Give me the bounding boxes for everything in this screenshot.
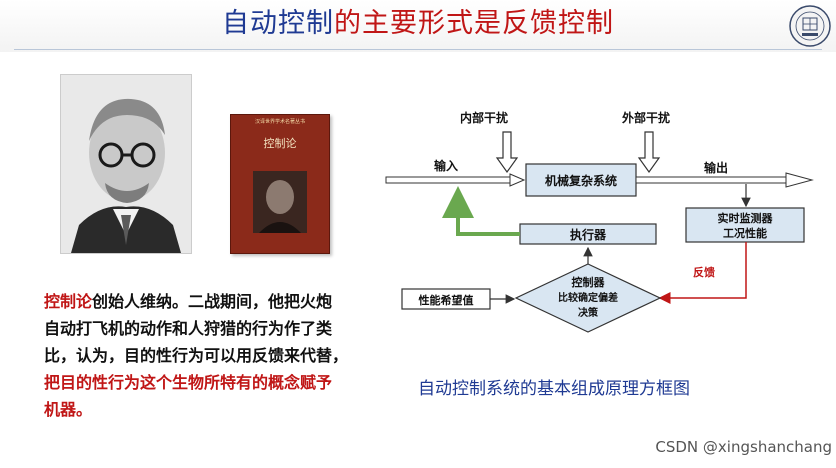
text-line-1: 控制论创始人维纳。二战期间，他把火炮 [44,288,380,315]
input-arrow [385,176,511,184]
controller-label-2: 比较确定偏差 [558,291,618,304]
input-arrowhead [509,173,526,187]
text-line-4: 把目的性行为这个生物所特有的概念赋予 [44,373,333,392]
desired-performance-label: 性能希望值 [419,293,474,307]
text-line-3-b: 目的性行为可以用反馈来代替， [124,346,349,365]
controller-diamond [514,263,662,333]
internal-disturbance-arrow [495,131,519,174]
internal-disturbance-label: 内部干扰 [460,110,508,125]
external-disturbance-label: 外部干扰 [622,110,670,125]
csdn-watermark: CSDN @xingshanchang [655,438,832,456]
feedback-label: 反馈 [693,265,715,279]
external-disturbance-arrow [637,131,661,174]
text-line-5: 机器。 [44,400,93,419]
title-bar [0,0,836,52]
actuator-label: 执行器 [570,227,607,242]
title-divider [14,49,822,50]
output-arrowhead [785,172,814,188]
feedback-line [658,242,747,304]
title-part-2: 的主要形式是反馈控制 [334,8,614,39]
text-line-1-rest: 创始人维纳。二战期间，他把火炮 [92,292,333,311]
book-author-photo [253,171,307,233]
monitor-label-1: 实时监测器 [718,211,774,225]
input-label: 输入 [434,158,458,173]
actuator-to-system-arrow [442,186,520,236]
mechanical-system-box [525,163,637,197]
wiener-portrait [60,74,192,254]
cybernetics-term: 控制论 [44,292,93,311]
book-title: 控制论 [263,137,297,150]
book-series-label: 汉译世界学术名著丛书 [254,119,305,125]
text-line-3-a: 比，认为， [44,346,125,365]
university-seal-icon [789,5,831,47]
monitor-box [685,207,805,243]
cybernetics-book-cover: 汉译世界学术名著丛书 控制论 [230,114,330,254]
wiener-description: 控制论创始人维纳。二战期间，他把火炮 自动打飞机的动作和人狩猎的行为作了类 比，… [44,288,380,423]
text-line-3: 比，认为，目的性行为可以用反馈来代替， [44,342,380,369]
title-part-1: 自动控制 [222,8,334,39]
output-arrow [635,176,787,184]
text-line-2: 自动打飞机的动作和人狩猎的行为作了类 [44,319,333,338]
controller-label-1: 控制器 [572,275,606,289]
output-label: 输出 [704,160,728,175]
mechanical-system-label: 机械复杂系统 [545,173,617,188]
diagram-caption: 自动控制系统的基本组成原理方框图 [418,379,690,399]
monitor-label-2: 工况性能 [723,226,767,240]
controller-label-3: 决策 [578,306,599,319]
feedback-control-diagram: 内部干扰 外部干扰 输入 机械复杂系统 输出 实时监测器 工况性能 反馈 执行器… [385,110,814,333]
slide-title: 自动控制的主要形式是反馈控制 [0,6,836,42]
